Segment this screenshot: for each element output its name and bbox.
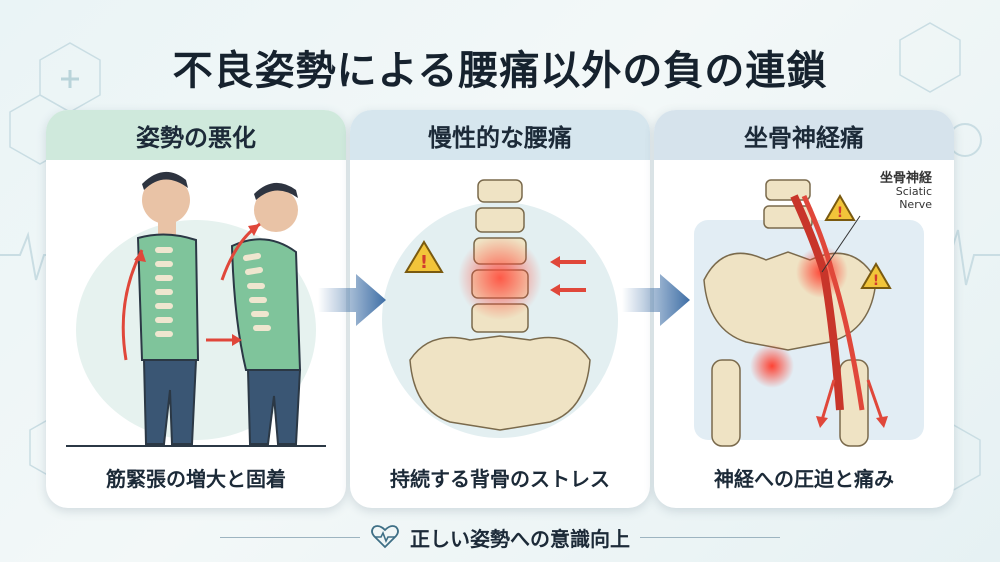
- upright-person: [121, 171, 200, 445]
- spine-illustration: !: [382, 179, 618, 438]
- flow-arrow-icon: [622, 274, 690, 326]
- page-title: 不良姿勢による腰痛以外の負の連鎖: [172, 48, 828, 94]
- slouched-person: [206, 182, 302, 445]
- heart-pulse-icon: [371, 525, 399, 549]
- step-caption: 持続する背骨のストレス: [390, 467, 610, 491]
- flow-arrow-icon: [318, 274, 386, 326]
- step-panel-back-pain: 慢性的な腰痛 ! 持続する背骨のストレス: [350, 110, 650, 508]
- step-panel-sciatica: 坐骨神経痛 ! !: [654, 110, 954, 508]
- svg-text:!: !: [837, 205, 843, 221]
- divider: [220, 536, 360, 538]
- svg-text:!: !: [420, 252, 428, 273]
- step-caption: 筋緊張の増大と固着: [106, 467, 286, 491]
- nerve-label-en1: Sciatic: [895, 185, 932, 198]
- step-header: 坐骨神経痛: [654, 110, 954, 160]
- nerve-label-jp: 坐骨神経: [879, 171, 932, 186]
- divider: [640, 536, 780, 538]
- warning-icon: !: [404, 240, 444, 273]
- step-header: 姿勢の悪化: [46, 110, 346, 160]
- posture-illustration: [66, 171, 326, 447]
- warning-icon: !: [824, 194, 856, 221]
- step-caption: 神経への圧迫と痛み: [714, 467, 894, 491]
- bottom-banner: 正しい姿勢への意識向上: [0, 522, 1000, 552]
- step-panel-posture: 姿勢の悪化: [46, 110, 346, 508]
- step-header: 慢性的な腰痛: [350, 110, 650, 160]
- warning-icon: !: [860, 262, 892, 289]
- nerve-label-en2: Nerve: [899, 198, 932, 211]
- svg-text:!: !: [873, 273, 879, 289]
- bottom-message: 正しい姿勢への意識向上: [410, 526, 630, 551]
- pelvis-nerve-illustration: ! !: [694, 179, 924, 447]
- sciatic-nerve-label: 坐骨神経 Sciatic Nerve: [880, 172, 932, 211]
